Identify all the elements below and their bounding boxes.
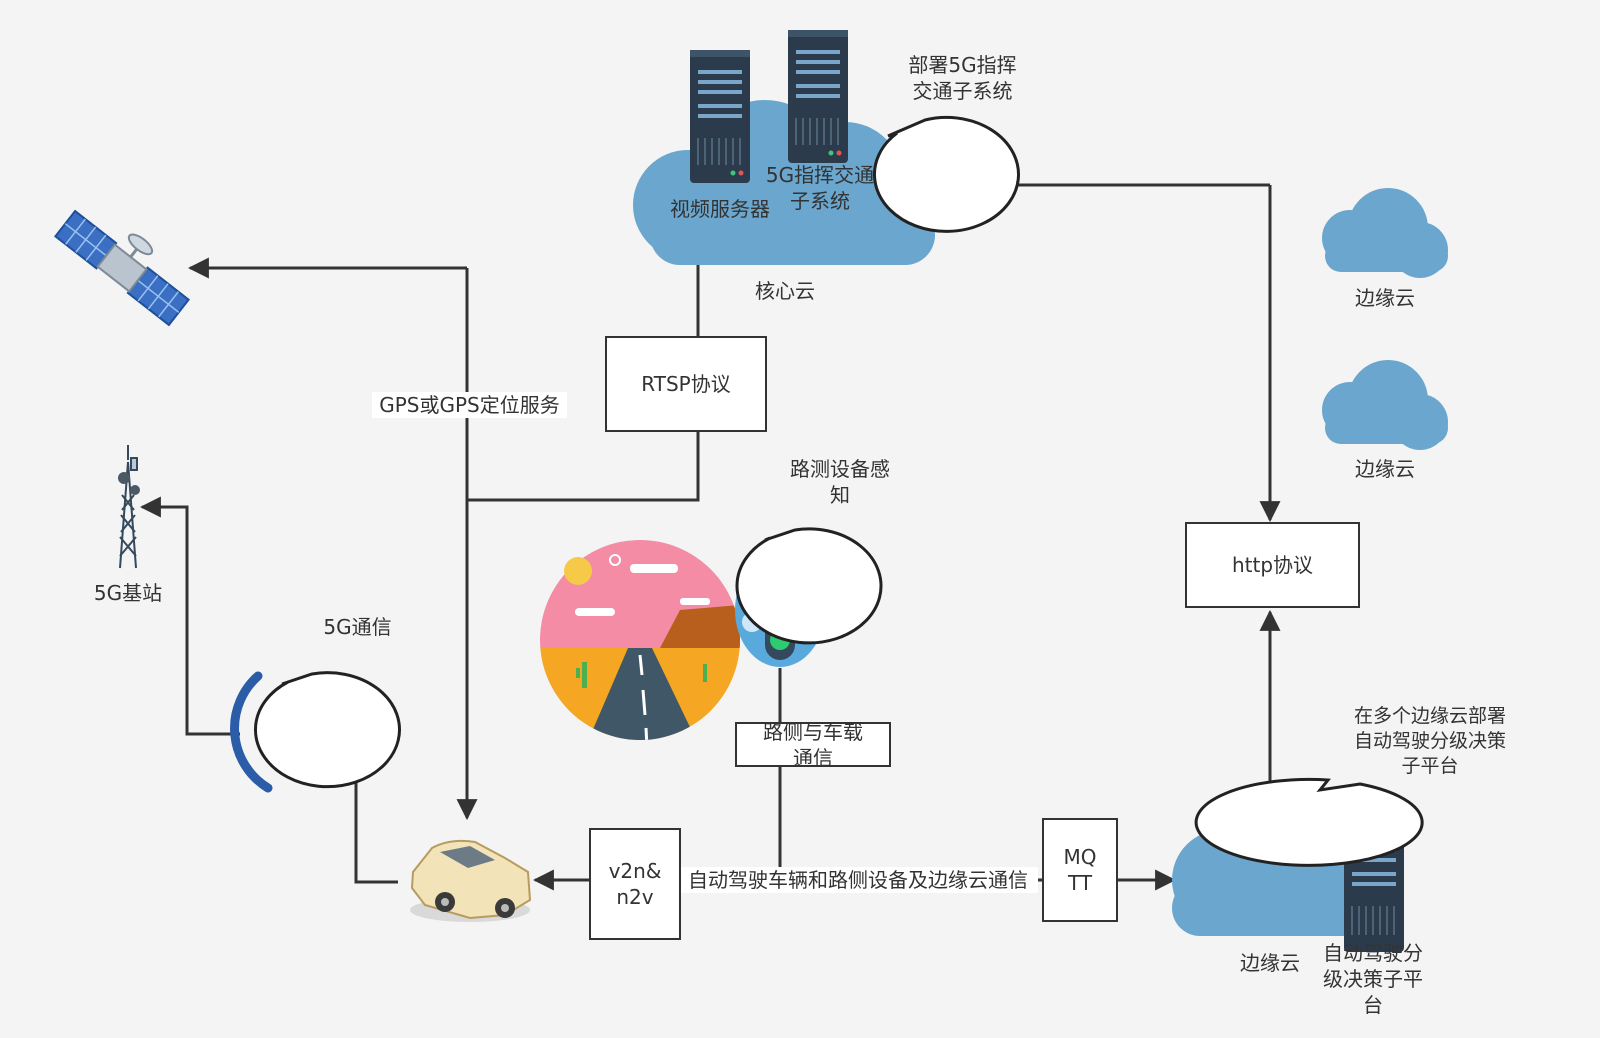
bubble-shapes xyxy=(253,115,1424,867)
edge-cloud-1-label: 边缘云 xyxy=(1355,286,1415,310)
http-protocol-box: http协议 xyxy=(1185,522,1360,608)
gps-service-label: GPS或GPS定位服务 xyxy=(372,392,567,418)
edge-cloud-3-label: 边缘云 xyxy=(1240,951,1300,975)
video-server-label: 视频服务器 xyxy=(670,197,770,221)
bubble-multi-edge xyxy=(1194,777,1424,867)
gps-to-rtsp-line xyxy=(467,432,700,502)
edge-cloud-1-shape xyxy=(1322,188,1448,278)
signal-to-basestation-arrow xyxy=(139,496,240,736)
v2n-box: v2n& n2v xyxy=(589,828,681,940)
video-server-icon xyxy=(690,50,750,183)
edge-cloud-2-label: 边缘云 xyxy=(1355,457,1415,481)
multi-edge-bubble-text: 在多个边缘云部署 自动驾驶分级决策 子平台 xyxy=(1353,705,1506,777)
roadside-vehicle-box: 路侧与车载 通信 xyxy=(735,720,891,770)
core-cloud-label: 核心云 xyxy=(755,279,815,303)
mqtt-box: MQ TT xyxy=(1042,818,1118,922)
road-scene-illustration xyxy=(540,540,740,740)
comm-5g-bubble-text: 5G通信 xyxy=(323,615,392,639)
rtsp-protocol-box: RTSP协议 xyxy=(605,336,767,432)
bubble-comm-5g xyxy=(253,671,401,789)
decision-platform-label: 自动驾驶分 级决策子平 台 xyxy=(1323,941,1423,1017)
command-system-label: 5G指挥交通 子系统 xyxy=(765,163,875,213)
satellite-icon xyxy=(54,209,190,327)
base-station-icon xyxy=(118,445,140,569)
car-icon xyxy=(410,839,532,922)
deploy-5g-bubble-text: 部署5G指挥 交通子系统 xyxy=(908,53,1017,103)
bubble-roadside-sensing xyxy=(735,527,883,645)
base-station-label: 5G基站 xyxy=(93,581,163,605)
main-comm-label: 自动驾驶车辆和路侧设备及边缘云通信 xyxy=(678,867,1038,893)
command-server-icon xyxy=(788,30,848,163)
roadside-sensing-bubble-text: 路测设备感 知 xyxy=(790,457,890,507)
edge-cloud-2-shape xyxy=(1322,360,1448,450)
bubble-deploy-5g xyxy=(873,115,1020,233)
